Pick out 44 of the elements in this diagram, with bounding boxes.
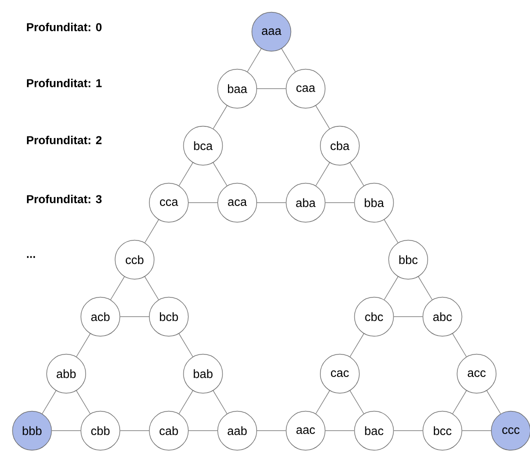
depth-label: Profunditat: 3 bbox=[26, 194, 102, 204]
edge-line bbox=[178, 333, 194, 358]
edge-line bbox=[316, 105, 330, 130]
depth-label: Profunditat: 2 bbox=[26, 136, 102, 144]
edge-line bbox=[452, 390, 467, 414]
edge-line bbox=[350, 333, 364, 358]
edge-line bbox=[76, 333, 91, 358]
edge-line bbox=[42, 390, 56, 414]
edge-line bbox=[350, 162, 364, 186]
edge-line bbox=[486, 390, 501, 414]
edge-line bbox=[394, 430, 423, 431]
edge-line bbox=[212, 390, 228, 414]
edge-line bbox=[452, 333, 467, 358]
edge-line bbox=[212, 105, 228, 130]
edge-line bbox=[281, 48, 296, 72]
edge-line bbox=[316, 390, 330, 414]
edge-line bbox=[188, 202, 218, 203]
edge-line bbox=[350, 390, 364, 414]
edge-line bbox=[178, 390, 194, 414]
edge-line bbox=[144, 219, 159, 244]
edge-line bbox=[325, 430, 354, 431]
edge-line bbox=[120, 316, 150, 317]
depth-label: Profunditat: 1 bbox=[26, 78, 102, 88]
edge-line bbox=[52, 430, 81, 431]
edge-line bbox=[316, 162, 330, 186]
edge-line bbox=[247, 48, 262, 72]
edge-line bbox=[325, 202, 354, 203]
edge-line bbox=[256, 430, 286, 431]
edge-line bbox=[120, 430, 150, 431]
depth-label: Profunditat: 0 bbox=[26, 22, 102, 32]
edge-line bbox=[144, 276, 159, 300]
edge-line bbox=[256, 202, 286, 203]
edge-line bbox=[256, 88, 286, 89]
edge-line bbox=[394, 316, 423, 317]
edge-line bbox=[178, 162, 194, 186]
depth-label: ... bbox=[26, 256, 35, 258]
edge-line bbox=[76, 390, 91, 414]
edge-line bbox=[110, 276, 125, 300]
edge-line bbox=[212, 162, 228, 186]
edge-line bbox=[462, 430, 492, 431]
edge-line bbox=[188, 430, 218, 431]
edge-line bbox=[418, 276, 433, 300]
edge-line bbox=[384, 276, 398, 300]
edge-line bbox=[384, 219, 398, 244]
